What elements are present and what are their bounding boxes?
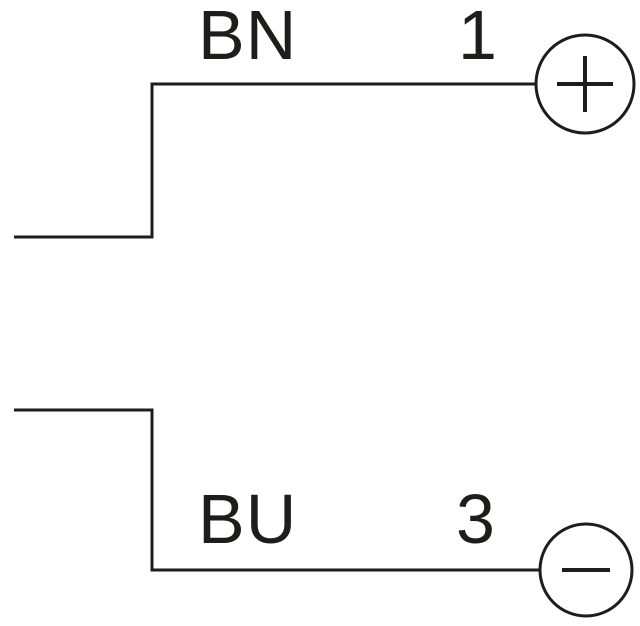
wire-label-bn: BN	[198, 0, 298, 74]
minus-terminal	[538, 522, 634, 618]
pin-label-3: 3	[456, 480, 496, 558]
wire-label-bu: BU	[198, 480, 298, 558]
wire-bu-path	[14, 408, 540, 572]
plus-terminal	[534, 33, 636, 135]
pin-label-1: 1	[458, 0, 498, 74]
wire-bn-path	[14, 82, 535, 239]
plus-icon	[557, 56, 613, 112]
